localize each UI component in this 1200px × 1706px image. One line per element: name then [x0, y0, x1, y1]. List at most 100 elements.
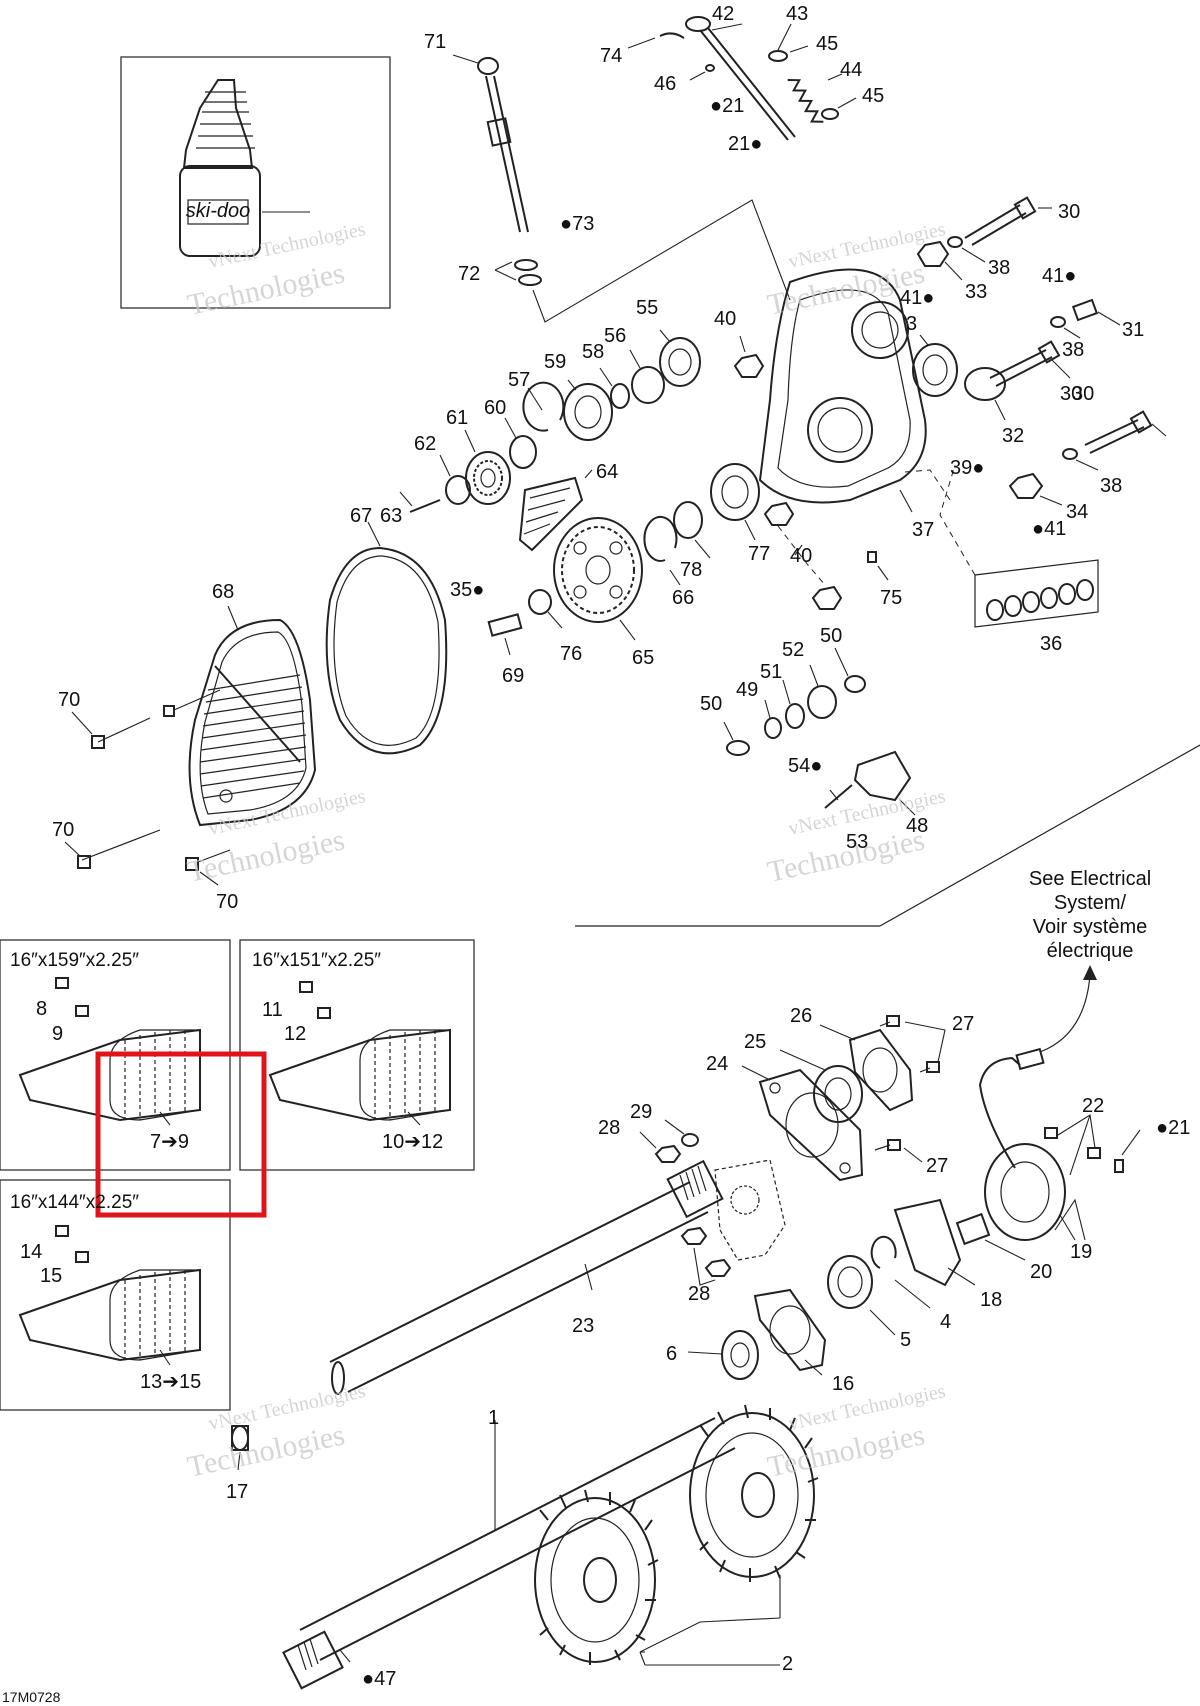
clip — [659, 32, 685, 39]
dipstick — [452, 54, 529, 233]
callout-number: 16 — [832, 1373, 854, 1395]
speed-sensor — [955, 1212, 991, 1246]
callout-number: 25 — [744, 1031, 766, 1053]
bushing — [764, 717, 782, 739]
screw — [1087, 1147, 1101, 1159]
watermark-line: vNext Technologies — [206, 218, 367, 273]
callout-number: 42 — [712, 3, 734, 25]
callout-number: 52 — [782, 639, 804, 661]
highlight-box — [95, 1051, 267, 1218]
screw — [824, 784, 853, 809]
callout-number: 72 — [458, 263, 480, 285]
callout-number: 49 — [736, 679, 758, 701]
washer — [768, 50, 788, 62]
track-sprocket — [689, 1404, 819, 1582]
grease-fitting — [1114, 1159, 1124, 1173]
screw — [409, 499, 441, 513]
screw — [1044, 1127, 1058, 1139]
callout-number: 56 — [604, 325, 626, 347]
note-line: électrique — [1047, 940, 1134, 962]
pin — [705, 64, 715, 72]
callout-number: 62 — [414, 433, 436, 455]
logo-text: ski-doo — [186, 200, 250, 222]
bushing — [631, 366, 665, 404]
callout-number: 35● — [450, 579, 484, 601]
track-sprocket — [534, 1489, 659, 1665]
o-ring — [518, 274, 542, 286]
callout-number: 30 — [1058, 201, 1080, 223]
callout-number: 75 — [880, 587, 902, 609]
callout-number: 53 — [846, 831, 868, 853]
nut — [680, 1226, 708, 1245]
note-line: See Electrical — [1029, 868, 1151, 890]
bolt — [1084, 410, 1153, 454]
callout-number: 63 — [380, 505, 402, 527]
bolt — [964, 196, 1037, 246]
bearing — [659, 337, 701, 387]
circlip — [870, 1235, 897, 1269]
callout-number: 38 — [988, 257, 1010, 279]
bolt — [1071, 298, 1099, 322]
circlip — [522, 381, 565, 432]
callout-number: 54● — [788, 755, 822, 777]
electrical-note: See Electrical System/ Voir système élec… — [1029, 868, 1151, 962]
callout-number: 68 — [212, 581, 234, 603]
callout-number: 18 — [980, 1289, 1002, 1311]
spring — [787, 78, 824, 123]
bolt — [926, 1061, 940, 1073]
callout-number: 4 — [940, 1311, 951, 1333]
note-line: System/ — [1054, 892, 1127, 914]
callout-number: 5 — [900, 1329, 911, 1351]
bolt — [185, 857, 199, 871]
callout-number: 76 — [560, 643, 582, 665]
washer — [844, 675, 866, 693]
mounting-bracket — [714, 1159, 786, 1261]
arrow-head — [1083, 965, 1097, 980]
axle-shaft — [282, 1417, 736, 1690]
callout-number: 34 — [1066, 501, 1088, 523]
drive-chain — [518, 476, 584, 552]
o-ring — [610, 383, 630, 409]
callout-number: 31 — [1122, 319, 1144, 341]
shift-rod — [685, 16, 796, 141]
callout-number: ●47 — [362, 1668, 396, 1690]
washer — [1050, 316, 1066, 328]
callout-number: ●41 — [1032, 518, 1066, 540]
callout-label: 15 — [40, 1265, 62, 1287]
callout-number: 27 — [926, 1155, 948, 1177]
callout-number: 3 — [906, 313, 917, 335]
bearing — [563, 383, 613, 441]
callout-number: 55 — [636, 297, 658, 319]
connector — [1015, 1047, 1045, 1071]
callout-number: 30 — [1060, 383, 1082, 405]
washer — [947, 236, 963, 248]
nut — [811, 585, 843, 610]
callout-number: 77 — [748, 543, 770, 565]
callout-number: 50 — [820, 625, 842, 647]
callout-number: ●73 — [560, 213, 594, 235]
callout-number: 2 — [782, 1653, 793, 1675]
nut — [916, 240, 950, 267]
guide-line — [532, 199, 791, 323]
inset-title: 16″x159″x2.25″ — [10, 950, 139, 971]
callout-number: 65 — [632, 647, 654, 669]
callout-number: ●21 — [710, 95, 744, 117]
callout-number: 51 — [760, 661, 782, 683]
callout-number: 78 — [680, 559, 702, 581]
washer — [1062, 448, 1078, 460]
callout-number: 36 — [1040, 633, 1062, 655]
arrow-line — [1039, 974, 1091, 1053]
callout-number: 37 — [912, 519, 934, 541]
callout-number: 38 — [1100, 475, 1122, 497]
bottle-body — [179, 165, 261, 257]
circlip — [643, 515, 678, 562]
callout-number: 61 — [446, 407, 468, 429]
spacer — [509, 435, 537, 469]
callout-number: 67 — [350, 505, 372, 527]
spacer — [673, 501, 703, 539]
track-inset-3 — [0, 1179, 231, 1411]
note-line: Voir système — [1033, 916, 1147, 938]
callout-label: 8 — [36, 998, 47, 1020]
bearing-flange-lower — [753, 1288, 827, 1372]
callout-number: 66 — [672, 587, 694, 609]
